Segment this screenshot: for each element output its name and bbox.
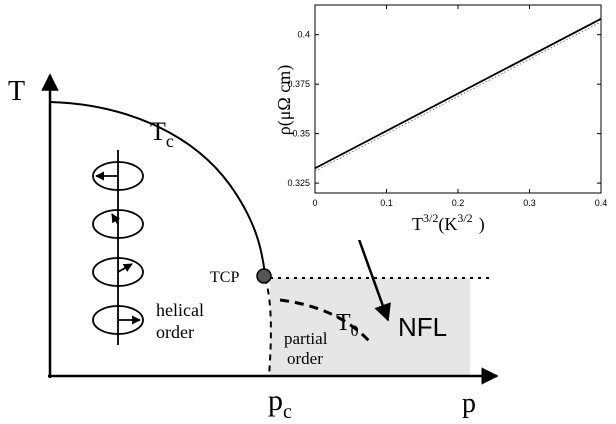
main-x-axis-label: p bbox=[462, 388, 476, 419]
inset-y-tick-label: 0.4 bbox=[297, 30, 310, 40]
inset-background bbox=[280, 0, 616, 240]
helical-order-line1: helical bbox=[156, 300, 204, 320]
partial-order-line2: order bbox=[287, 349, 323, 368]
inset-x-tick-label: 0.2 bbox=[452, 198, 465, 208]
inset-xlabel-unit-suffix: ) bbox=[479, 214, 485, 235]
partial-order-line1: partial bbox=[284, 329, 328, 348]
inset-x-axis-label: T3/2(K3/2) bbox=[412, 211, 485, 235]
pc-tick-main: p bbox=[268, 384, 283, 417]
partial-order-label: partial order bbox=[284, 329, 332, 368]
inset-y-tick-label: 0.325 bbox=[287, 178, 310, 188]
inset-y-tick-label: 0.35 bbox=[292, 129, 310, 139]
tc-label-subscript: c bbox=[166, 131, 174, 151]
inset-x-tick-label: 0.1 bbox=[380, 198, 393, 208]
t0-label-main: T bbox=[336, 310, 351, 336]
inset-xlabel-exp: 3/2 bbox=[423, 211, 438, 225]
t0-dashed-curve bbox=[279, 298, 372, 344]
pc-tick-subscript: c bbox=[283, 401, 292, 423]
t0-label-subscript: 0 bbox=[351, 323, 359, 340]
inset-ticks: 0 0.1 0.2 0.3 0.4 0.325 0.35 0.375 0.4 bbox=[287, 5, 607, 208]
tc-label: Tc bbox=[150, 117, 174, 151]
tcp-point bbox=[256, 268, 272, 284]
nfl-label: NFL bbox=[398, 312, 447, 342]
inset-series bbox=[314, 18, 602, 172]
inset-series-line-2 bbox=[314, 21, 602, 172]
spiral-arrow-3-icon bbox=[92, 257, 144, 287]
spiral-arrow-1-icon bbox=[92, 161, 144, 191]
inset-y-axis-label: ρ(μΩ cm) bbox=[274, 65, 295, 136]
pc-tick-label: pc bbox=[268, 384, 292, 423]
tc-curve bbox=[49, 101, 266, 276]
main-y-axis-label: T bbox=[8, 76, 25, 107]
spiral-arrow-2-icon bbox=[92, 209, 144, 239]
tcp-label: TCP bbox=[210, 269, 239, 286]
inset-x-tick-label: 0.4 bbox=[595, 198, 608, 208]
tc-label-main: T bbox=[150, 117, 166, 146]
inset-y-tick-label: 0.375 bbox=[287, 79, 310, 89]
inset-x-tick-label: 0 bbox=[312, 198, 317, 208]
helix-spin-icons bbox=[92, 150, 144, 345]
inset-xlabel-var: T bbox=[412, 214, 423, 234]
spiral-arrow-4-icon bbox=[92, 305, 144, 335]
inset-xlabel-unit-prefix: (K bbox=[438, 214, 457, 235]
inset-xlabel-unit-exp: 3/2 bbox=[457, 211, 472, 225]
helical-order-line2: order bbox=[156, 322, 194, 342]
inset-x-tick-label: 0.3 bbox=[523, 198, 536, 208]
inset-series-line-1 bbox=[314, 18, 602, 170]
t0-label: T0 bbox=[336, 310, 359, 340]
helical-order-label: helical order bbox=[156, 300, 208, 342]
nfl-shaded-region bbox=[270, 278, 470, 376]
